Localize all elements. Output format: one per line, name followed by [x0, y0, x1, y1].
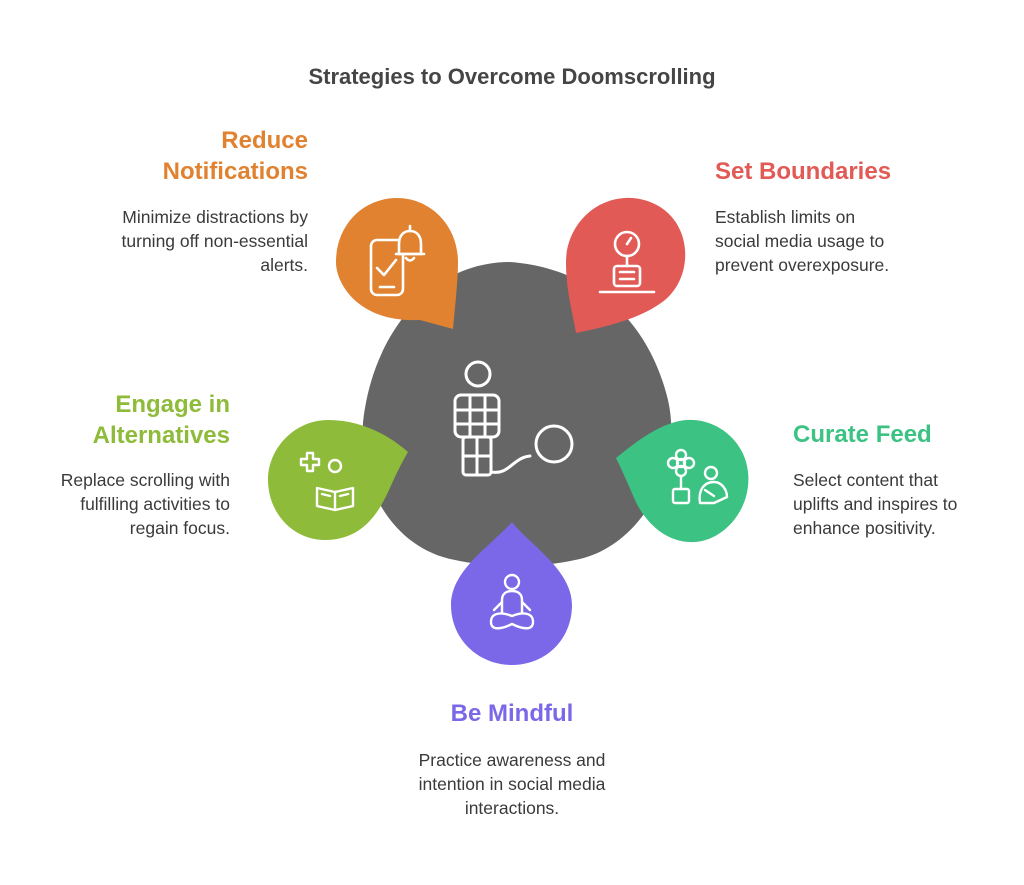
reduce-notifications-description-line: turning off non-essential [121, 231, 308, 251]
reduce-notifications-shape [336, 198, 458, 329]
phone-bell-check-icon [369, 224, 426, 297]
timer-laptop-icon [598, 230, 656, 294]
engage-in-alternatives-description-line: Replace scrolling with [60, 470, 230, 490]
engage-in-alternatives-description-line: fulfilling activities to [80, 494, 230, 514]
set-boundaries-description-line: Establish limits on [715, 207, 856, 227]
person-on-treadmill-icon [453, 360, 574, 477]
reduce-notifications-heading-line: Reduce [221, 127, 308, 154]
be-mindful-heading-line: Be Mindful [450, 700, 574, 727]
reading-person-plus-icon [299, 451, 355, 512]
set-boundaries-heading-line: Set Boundaries [715, 158, 892, 185]
reduce-notifications-description: Minimize distractions by turning off non… [122, 205, 308, 277]
be-mindful-description-line: interactions. [464, 798, 560, 818]
diagram-title: Strategies to Overcome Doomscrolling [308, 64, 716, 89]
engage-in-alternatives-description: Replace scrolling with fulfilling activi… [61, 468, 230, 540]
reduce-notifications-heading-line: Notifications [162, 158, 308, 185]
engage-in-alternatives-heading: Engage in Alternatives [93, 389, 230, 451]
curate-feed-description-line: uplifts and inspires to [793, 494, 958, 514]
reduce-notifications-description-line: Minimize distractions by [122, 207, 308, 227]
set-boundaries-heading: Set Boundaries [715, 156, 891, 187]
curate-feed-description: Select content that uplifts and inspires… [793, 468, 957, 540]
engage-in-alternatives-heading-line: Engage in [115, 391, 230, 418]
reduce-notifications-description-line: alerts. [260, 255, 308, 275]
be-mindful-description: Practice awareness and intention in soci… [362, 748, 662, 820]
set-boundaries-description-line: social media usage to [715, 231, 885, 251]
set-boundaries-description-line: prevent overexposure. [715, 255, 890, 275]
engage-in-alternatives-shape [268, 420, 408, 540]
set-boundaries-description: Establish limits on social media usage t… [715, 205, 889, 277]
meditating-person-icon [489, 573, 535, 630]
reduce-notifications-heading: Reduce Notifications [163, 125, 308, 187]
curate-feed-heading: Curate Feed [793, 419, 932, 450]
engage-in-alternatives-heading-line: Alternatives [92, 422, 230, 449]
be-mindful-shape [451, 522, 572, 665]
flower-person-icon [666, 448, 729, 505]
center-hub [362, 262, 672, 566]
curate-feed-heading-line: Curate Feed [793, 421, 932, 448]
engage-in-alternatives-description-line: regain focus. [129, 518, 230, 538]
be-mindful-description-line: intention in social media [418, 774, 606, 794]
be-mindful-heading: Be Mindful [362, 698, 662, 729]
curate-feed-description-line: enhance positivity. [793, 518, 936, 538]
curate-feed-description-line: Select content that [793, 470, 938, 490]
be-mindful-description-line: Practice awareness and [418, 750, 606, 770]
